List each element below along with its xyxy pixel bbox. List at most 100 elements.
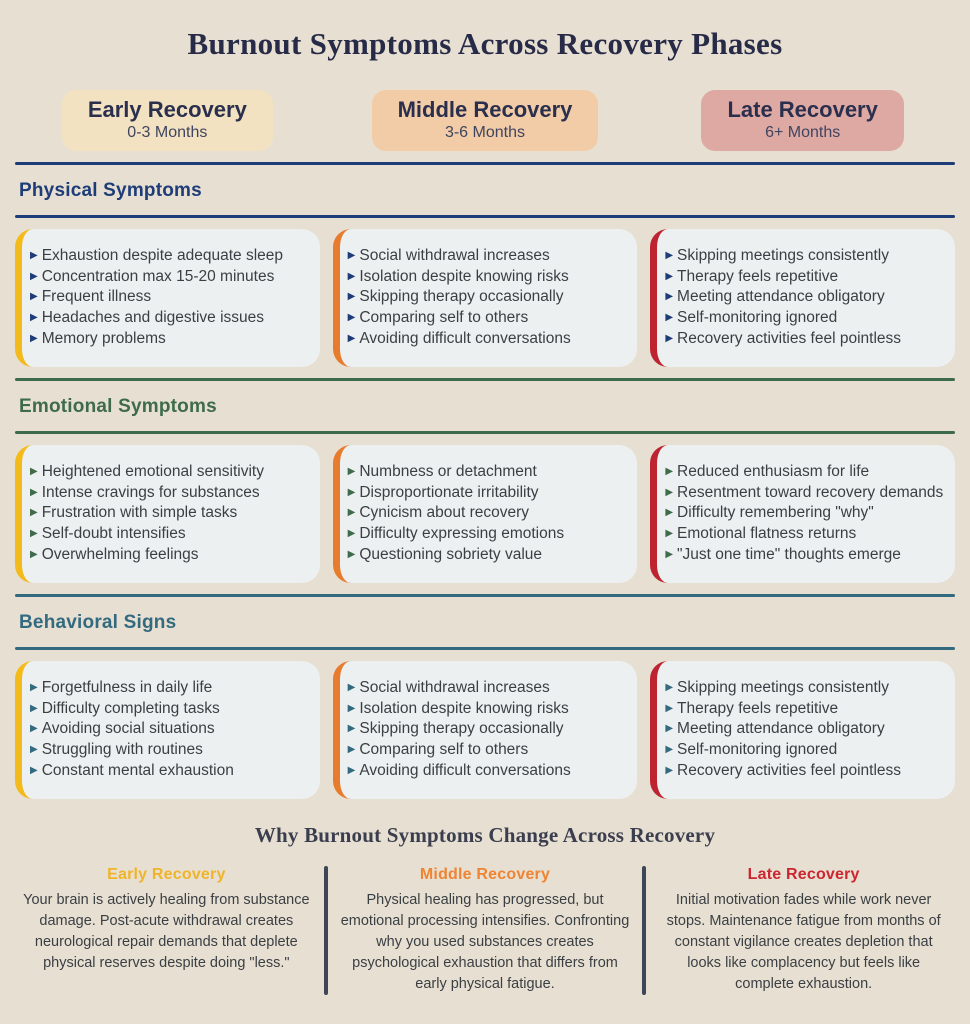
list-item: ▶Self-monitoring ignored (665, 308, 947, 329)
phase-pill-sublabel: 6+ Months (765, 124, 841, 142)
list-item-text: Isolation despite knowing risks (359, 267, 569, 285)
list-item: ▶Social withdrawal increases (348, 246, 630, 267)
list-item: ▶Isolation despite knowing risks (348, 267, 630, 288)
list-item-text: Comparing self to others (359, 309, 529, 327)
list-item-text: Meeting attendance obligatory (677, 288, 885, 306)
symptom-card-early-recovery: ▶Heightened emotional sensitivity▶Intens… (15, 444, 320, 583)
list-item: ▶Headaches and digestive issues (30, 308, 312, 329)
bullet-arrow-icon: ▶ (665, 312, 674, 324)
list-item-text: Self-doubt intensifies (41, 525, 186, 543)
list-item: ▶Exhaustion despite adequate sleep (30, 246, 312, 267)
list-item: ▶Therapy feels repetitive (665, 699, 947, 720)
list-item-text: Disproportionate irritability (359, 483, 539, 501)
bullet-arrow-icon: ▶ (30, 702, 38, 714)
section-emotional-symptoms: Emotional Symptoms▶Heightened emotional … (0, 377, 970, 583)
footer-column-heading: Late Recovery (747, 865, 860, 883)
symptom-list: ▶Social withdrawal increases▶Isolation d… (348, 246, 630, 350)
bullet-arrow-icon: ▶ (347, 723, 356, 735)
phase-pill-label: Late Recovery (727, 97, 878, 122)
symptom-list: ▶Social withdrawal increases ▶Isolation d… (348, 678, 630, 782)
section-rule-top (15, 377, 955, 381)
bullet-arrow-icon: ▶ (30, 528, 38, 540)
list-item: ▶Frustration with simple tasks (30, 503, 312, 524)
section-cards-row: ▶Exhaustion despite adequate sleep▶Conce… (15, 228, 955, 367)
footer-divider (642, 865, 647, 995)
bullet-arrow-icon: ▶ (347, 270, 356, 282)
list-item-text: Self-monitoring ignored (677, 741, 838, 759)
list-item-text: "Just one time" thoughts emerge (677, 545, 901, 563)
list-item: ▶Self-monitoring ignored (665, 740, 947, 761)
section-rule-bottom (15, 646, 955, 650)
bullet-arrow-icon: ▶ (30, 270, 38, 282)
bullet-arrow-icon: ▶ (347, 702, 356, 714)
list-item-text: Questioning sobriety value (359, 545, 543, 563)
section-title: Physical Symptoms (19, 179, 202, 201)
list-item: ▶Numbness or detachment (348, 462, 630, 483)
list-item: ▶Recovery activities feel pointless (665, 761, 947, 782)
symptom-card-middle-recovery: ▶Numbness or detachment▶Disproportionate… (332, 444, 638, 583)
phase-pill-late-recovery: Late Recovery 6+ Months (701, 90, 904, 151)
list-item: ▶Comparing self to others (348, 740, 630, 761)
list-item: ▶"Just one time" thoughts emerge (665, 545, 947, 566)
bullet-arrow-icon: ▶ (665, 507, 674, 519)
list-item-text: Isolation despite knowing risks (359, 699, 569, 717)
list-item-text: Concentration max 15-20 minutes (41, 267, 275, 285)
symptom-card-early-recovery: ▶Forgetfulness in daily life▶Difficulty … (15, 660, 320, 799)
bullet-arrow-icon: ▶ (665, 702, 674, 714)
bullet-arrow-icon: ▶ (30, 291, 38, 303)
list-item-text: Difficulty expressing emotions (359, 525, 565, 543)
list-item-text: Reduced enthusiasm for life (677, 462, 870, 480)
list-item: ▶Disproportionate irritability (348, 483, 630, 504)
list-item: ▶Skipping therapy occasionally (348, 719, 630, 740)
list-item-text: Intense cravings for substances (41, 483, 260, 501)
footer-column-text: Initial motivation fades while work neve… (666, 891, 941, 992)
bullet-arrow-icon: ▶ (347, 249, 356, 261)
bullet-arrow-icon: ▶ (347, 486, 356, 498)
symptom-list: ▶Skipping meetings consistently▶Therapy … (665, 678, 947, 782)
bullet-arrow-icon: ▶ (347, 548, 356, 560)
symptom-card-late-recovery: ▶Reduced enthusiasm for life▶Resentment … (650, 444, 955, 583)
bullet-arrow-icon: ▶ (665, 249, 674, 261)
list-item: ▶Reduced enthusiasm for life (665, 462, 947, 483)
bullet-arrow-icon: ▶ (665, 744, 674, 756)
bullet-arrow-icon: ▶ (665, 332, 674, 344)
list-item-text: Self-monitoring ignored (677, 309, 838, 327)
footer-column-text: Your brain is actively healing from subs… (23, 891, 310, 971)
phase-pill-label: Middle Recovery (397, 97, 573, 122)
list-item: ▶Difficulty expressing emotions (348, 524, 630, 545)
page-title: Burnout Symptoms Across Recovery Phases (187, 26, 783, 61)
list-item: ▶Difficulty remembering "why" (665, 503, 947, 524)
symptom-sections: Physical Symptoms ▶Exhaustion despite ade… (0, 161, 970, 799)
section-physical-symptoms: Physical Symptoms ▶Exhaustion despite ade… (0, 161, 970, 367)
list-item: ▶Avoiding difficult conversations (348, 761, 630, 782)
list-item: ▶Struggling with routines (30, 740, 312, 761)
section-cards-row: ▶Forgetfulness in daily life▶Difficulty … (15, 660, 955, 799)
bullet-arrow-icon: ▶ (665, 681, 674, 693)
section-cards-row: ▶Heightened emotional sensitivity▶Intens… (15, 444, 955, 583)
list-item: ▶Avoiding difficult conversations (348, 329, 630, 350)
list-item-text: Skipping therapy occasionally (359, 720, 564, 738)
list-item: ▶Therapy feels repetitive (665, 267, 947, 288)
footer-column-heading: Middle Recovery (419, 865, 551, 883)
section-behavioral-signs: Behavioral Signs▶Forgetfulness in daily … (0, 593, 970, 799)
bullet-arrow-icon: ▶ (665, 270, 674, 282)
list-item-text: Skipping therapy occasionally (359, 288, 564, 306)
list-item-text: Social withdrawal increases (359, 246, 550, 264)
list-item-text: Difficulty completing tasks (41, 699, 220, 717)
list-item: ▶Social withdrawal increases (348, 678, 630, 699)
bullet-arrow-icon: ▶ (347, 465, 356, 477)
section-rule-top (15, 593, 955, 597)
list-item: ▶Overwhelming feelings (30, 545, 312, 566)
footer-title: Why Burnout Symptoms Change Across Recov… (254, 822, 716, 847)
list-item: ▶Avoiding social situations (30, 719, 312, 740)
list-item-text: Skipping meetings consistently (677, 246, 889, 264)
bullet-arrow-icon: ▶ (30, 548, 38, 560)
list-item: ▶Cynicism about recovery (348, 503, 630, 524)
section-rule-bottom (15, 214, 955, 218)
list-item: ▶Meeting attendance obligatory (665, 287, 947, 308)
phase-column-late-recovery: Late Recovery 6+ Months (650, 90, 955, 151)
list-item-text: Cynicism about recovery (359, 504, 530, 522)
